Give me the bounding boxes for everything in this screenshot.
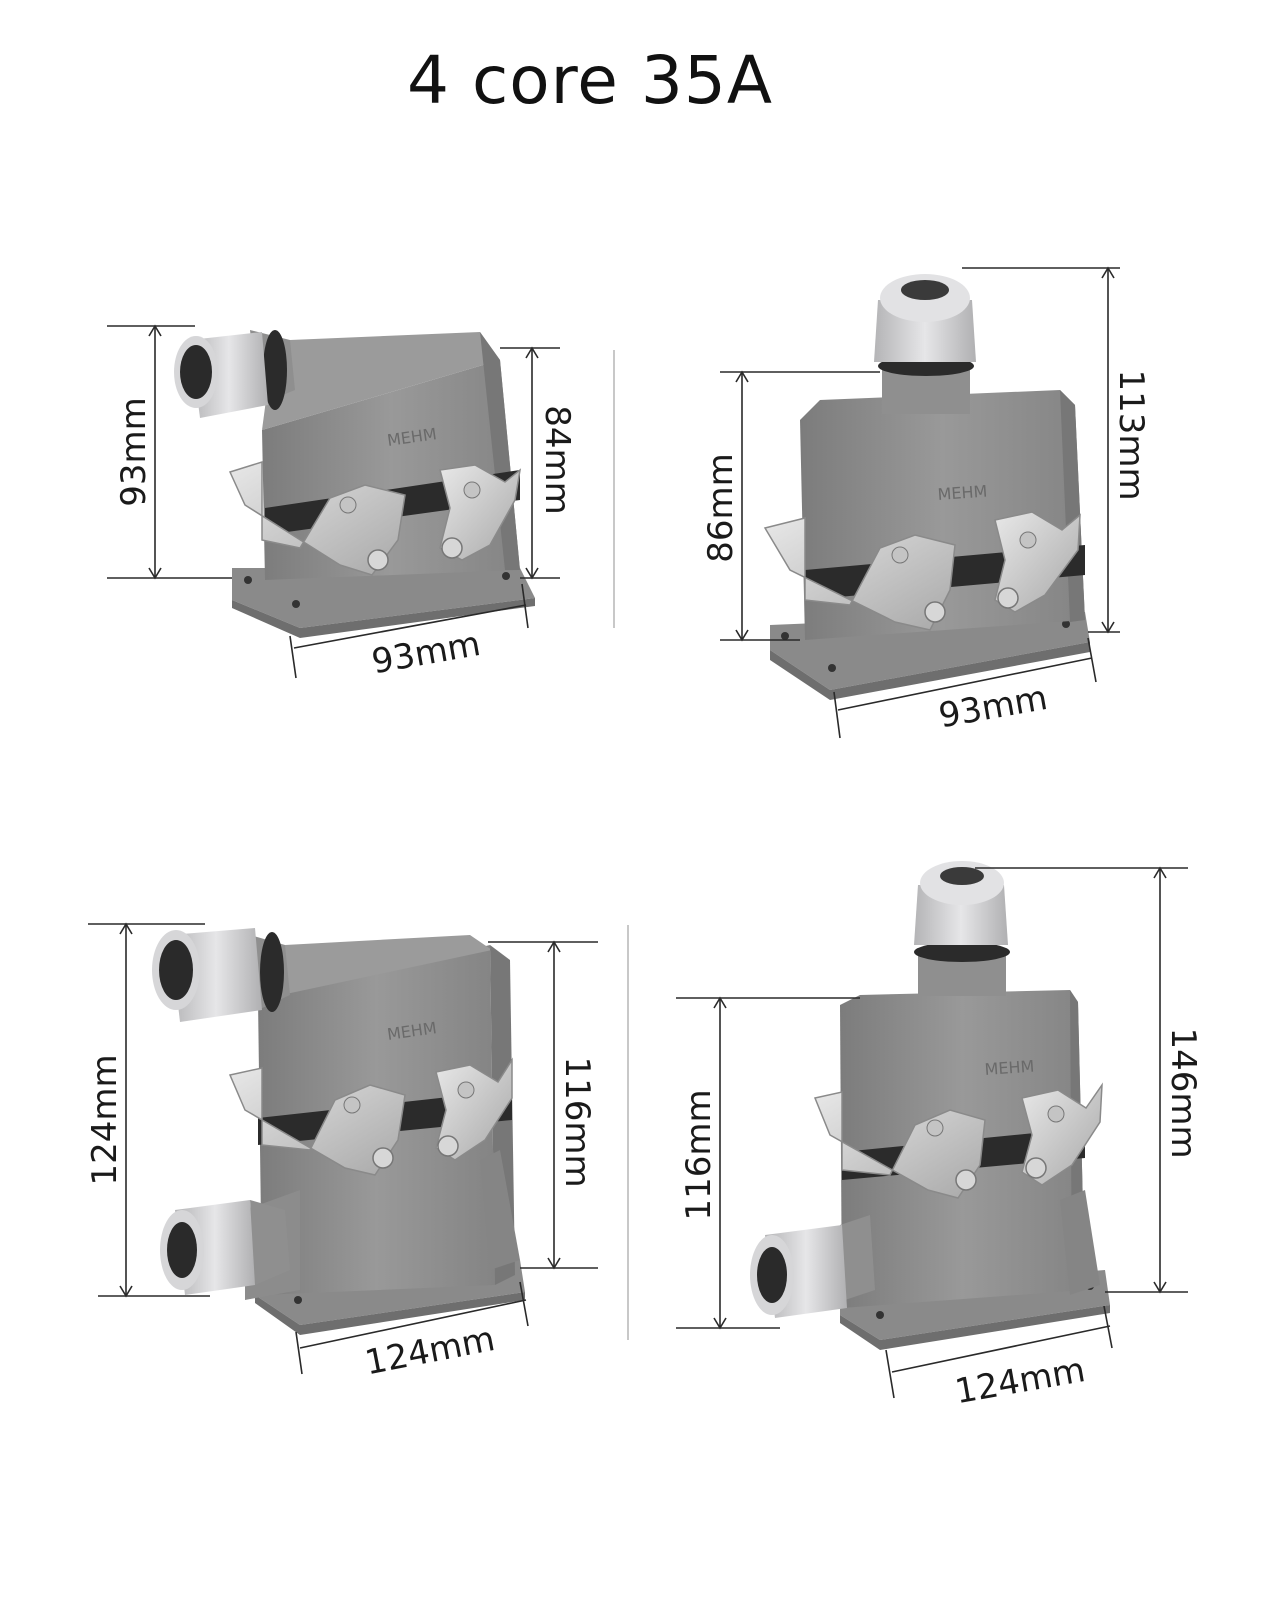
connector-top-entry-small: MEHM	[763, 274, 1090, 700]
dimension-label-width: 124mm	[362, 1319, 498, 1383]
dimension-label-height: 146mm	[1163, 1027, 1203, 1158]
svg-text:MEHM: MEHM	[937, 482, 988, 504]
dimension-label-height: 113mm	[1111, 369, 1151, 500]
dimension-label-body-height: 116mm	[557, 1056, 597, 1187]
dimension-label-width: 124mm	[952, 1350, 1088, 1412]
dimension-label-height: 124mm	[85, 1054, 125, 1185]
connector-side-entry-small: MEHM	[174, 330, 535, 638]
dimension-label-width: 93mm	[369, 624, 484, 682]
dimension-label-body-height: 84mm	[537, 405, 577, 515]
svg-text:MEHM: MEHM	[984, 1057, 1035, 1079]
connector-side-entry-large: MEHM	[152, 928, 525, 1335]
dimension-group: 86mm 113mm 93mm	[701, 266, 1151, 739]
page-title: 4 core 35A	[406, 42, 774, 119]
dimension-label-height: 93mm	[114, 397, 154, 507]
connector-top-entry-large: MEHM	[750, 861, 1110, 1350]
dimension-label-body-height: 116mm	[679, 1089, 719, 1220]
dimension-label-body-height: 86mm	[701, 453, 741, 563]
